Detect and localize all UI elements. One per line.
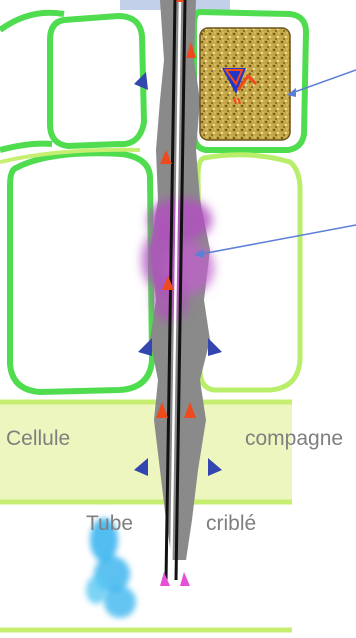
cell-upper-left bbox=[50, 16, 144, 146]
granule-block bbox=[200, 28, 290, 140]
cell-middle-left bbox=[10, 153, 152, 392]
label-crible: criblé bbox=[206, 513, 256, 534]
label-tube: Tube bbox=[86, 513, 133, 534]
label-compagne: compagne bbox=[245, 428, 343, 449]
cell-left-edge bbox=[0, 144, 52, 150]
red-triangle bbox=[176, 0, 184, 2]
label-cellule: Cellule bbox=[6, 428, 70, 449]
magenta-triangle bbox=[180, 572, 190, 586]
pale-band bbox=[0, 402, 292, 502]
